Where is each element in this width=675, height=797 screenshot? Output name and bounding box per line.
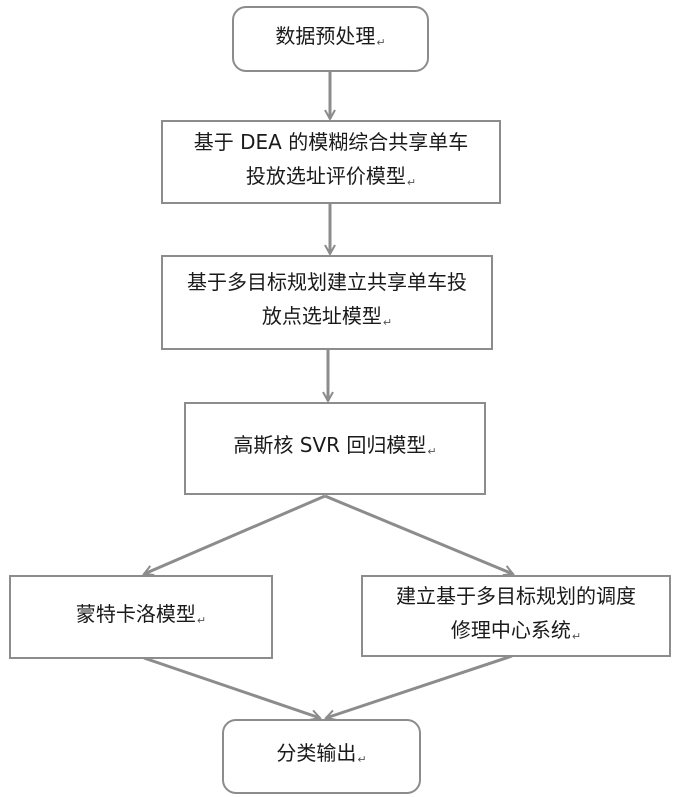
node-classification-output: 分类输出↵ [222, 719, 421, 794]
paragraph-mark: ↵ [407, 176, 416, 189]
node-label-line-1: 建立基于多目标规划的调度 [396, 579, 636, 613]
paragraph-mark: ↵ [427, 445, 436, 458]
arrow-svr-to-montecarlo [144, 496, 325, 574]
node-label-line-2: 投放选址评价模型 [246, 164, 406, 188]
paragraph-mark: ↵ [572, 630, 581, 643]
node-dispatch-repair-center-system: 建立基于多目标规划的调度 修理中心系统↵ [361, 575, 671, 657]
node-monte-carlo-model: 蒙特卡洛模型↵ [9, 575, 273, 659]
node-dea-evaluation-model: 基于 DEA 的模糊综合共享单车 投放选址评价模型↵ [161, 120, 501, 204]
node-label-line-2: 放点选址模型 [262, 304, 382, 328]
node-label: 数据预处理 [275, 24, 375, 48]
node-label: 高斯核 SVR 回归模型 [233, 433, 426, 457]
node-label-line-1: 基于 DEA 的模糊综合共享单车 [194, 125, 468, 159]
node-multi-objective-site-model: 基于多目标规划建立共享单车投 放点选址模型↵ [161, 255, 493, 350]
paragraph-mark: ↵ [197, 614, 206, 627]
node-gaussian-svr-model: 高斯核 SVR 回归模型↵ [184, 402, 486, 495]
node-data-preprocessing: 数据预处理↵ [232, 6, 429, 72]
node-label: 分类输出 [276, 741, 356, 765]
node-label: 蒙特卡洛模型 [76, 602, 196, 626]
arrow-svr-to-dispatch [325, 496, 513, 574]
arrow-dispatch-to-output [326, 656, 512, 718]
arrow-montecarlo-to-output [144, 658, 320, 718]
node-label-line-2: 修理中心系统 [451, 618, 571, 642]
paragraph-mark: ↵ [383, 316, 392, 329]
node-label-line-1: 基于多目标规划建立共享单车投 [187, 265, 467, 299]
paragraph-mark: ↵ [357, 753, 366, 766]
paragraph-mark: ↵ [376, 36, 385, 49]
